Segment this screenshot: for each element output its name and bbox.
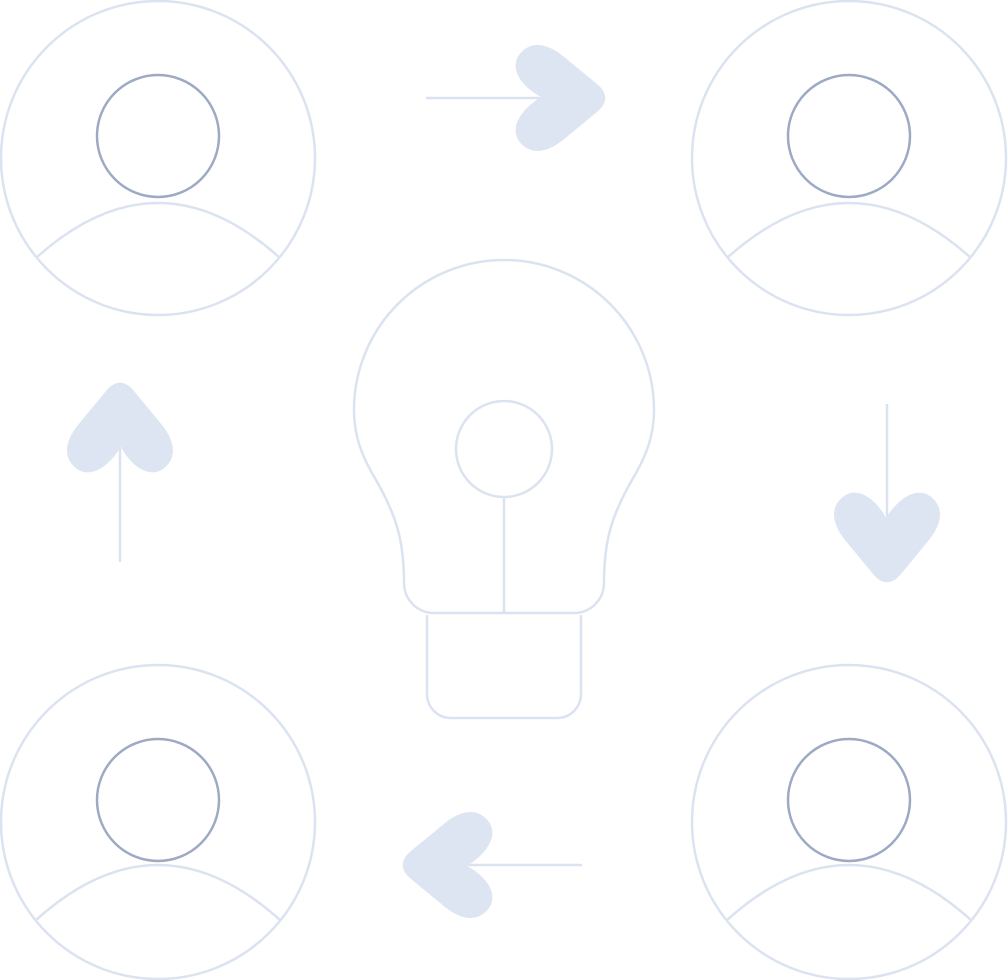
user-shoulders-arc — [35, 201, 281, 259]
user-frame-circle — [0, 663, 317, 980]
user-head-circle — [786, 73, 912, 199]
user-shoulders-arc — [726, 201, 972, 259]
user-head-circle — [95, 737, 221, 863]
user-head-circle — [95, 73, 221, 199]
user-shoulders-arc — [726, 863, 972, 921]
arrow-down-icon — [834, 404, 940, 583]
lightbulb-icon — [352, 258, 656, 720]
user-icon-bottom-right — [690, 663, 1008, 980]
user-icon-top-left — [0, 0, 317, 317]
arrow-right-icon — [426, 45, 606, 151]
user-frame-circle — [690, 663, 1008, 980]
lightbulb-filament-circle — [454, 399, 554, 499]
user-frame-circle — [0, 0, 317, 317]
user-head-circle — [786, 737, 912, 863]
lightbulb-base — [425, 615, 583, 720]
arrow-left-icon — [402, 812, 582, 918]
arrow-up-icon — [67, 382, 173, 562]
user-frame-circle — [690, 0, 1008, 317]
user-icon-top-right — [690, 0, 1008, 317]
lightbulb-glass — [352, 258, 656, 615]
user-icon-bottom-left — [0, 663, 317, 980]
user-shoulders-arc — [35, 863, 281, 921]
